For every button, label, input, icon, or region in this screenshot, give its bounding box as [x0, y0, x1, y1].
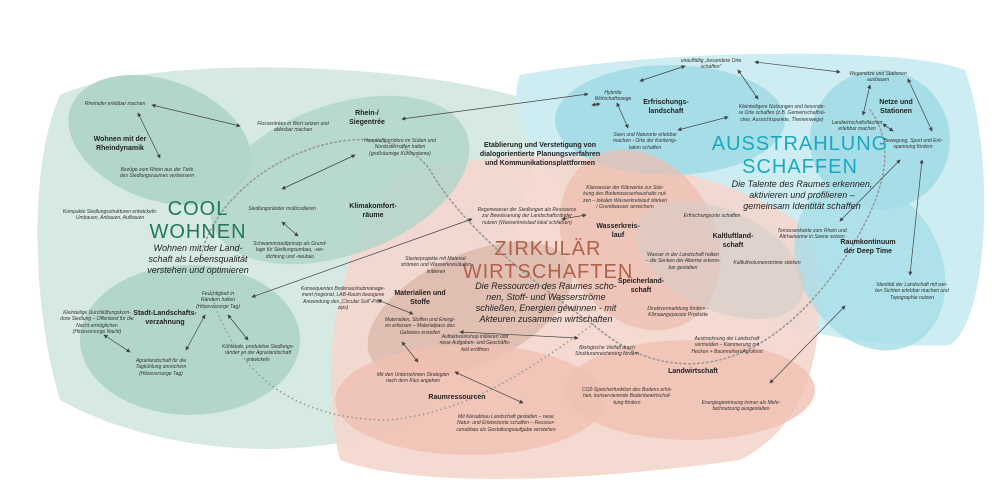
label-netze: Netze und Stationen	[879, 99, 913, 115]
center-text: Etablierung und Verstetigung von dialogo…	[479, 142, 601, 167]
ausstrahlung-subtitle: Die Talente des Raumes erkennen, aktivie…	[731, 179, 873, 211]
note: Feuchtigkeit in Rändern halten (Hitzevor…	[196, 291, 240, 310]
note: Bewegung, Sport und Ent- spannung förder…	[883, 138, 943, 151]
note: Regenwasser der Siedlungen als Ressource…	[477, 207, 577, 226]
note: Austrocknung der Landschaft vermeiden – …	[691, 336, 763, 355]
note: Siedlungsränder multicodieren	[248, 206, 316, 212]
cool-wohnen-title: COOL WOHNEN	[149, 198, 247, 243]
label-rheindynamik: Wohnen mit der Rheindynamik	[93, 136, 147, 152]
note: Schwammstadtprinzip als Grund- lage für …	[253, 241, 327, 260]
label-siegentree: Rhein-/ Siegentrée	[349, 110, 385, 126]
zirkulaer-title: ZIRKULÄR WIRTSCHAFTEN	[462, 238, 634, 283]
arrows	[103, 60, 933, 404]
note: Starterprojekte mit Material- strömen un…	[400, 256, 472, 275]
note: Klarwasser der Klärwerke zur Stär- kung …	[582, 185, 668, 210]
label-raumressourcen: Raumressourcen	[428, 394, 486, 401]
note: Terrassenkante zum Rhein und Altrheinarm…	[777, 228, 847, 241]
green-blob	[80, 265, 300, 415]
dotted-path	[199, 109, 886, 365]
note: Erfrischungsorte schaffen	[683, 213, 741, 219]
note: Seen und Naturorte erlebbar machen - Ort…	[613, 132, 677, 151]
note: Kleinteiligere Nutzungen und besonde- re…	[738, 104, 826, 123]
label-stadtland: Stadt-Landschafts- verzahnung	[133, 310, 197, 326]
label-klimakomfort: Klimakomfort- räume	[349, 203, 397, 219]
grey-overlap	[635, 200, 805, 320]
note: Hauptluftkorridore im Süden und Nordoste…	[364, 138, 436, 157]
note: Mit Kiesabbau Landschaft gestalten – neu…	[456, 414, 556, 433]
label-speicher: Speicherland- schaft	[617, 278, 665, 294]
note: Biologische Vielfalt durch Strukturanrei…	[575, 345, 639, 358]
label-landwirtschaft: Landwirtschaft	[668, 368, 718, 375]
note: Kompakte Siedlungsstrukturen entwickeln:…	[62, 209, 158, 222]
note: Mit den Unternehmen Strategien nach dem …	[376, 372, 450, 385]
note: Identität der Landschaft mit wei- ten Si…	[875, 282, 949, 301]
note: Materialien, Stoffen und Energi- en erfa…	[384, 317, 456, 336]
label-wasserkreislauf: Wasserkreis- lauf	[596, 223, 640, 239]
label-kaltluft: Kaltluftland- schaft	[712, 233, 754, 249]
note: Wegenetze und Stationen ausbauen	[849, 71, 907, 84]
note: Rheinufer erlebbar machen	[84, 101, 146, 107]
note: Konsequentes Bodenaushubmanage- ment (re…	[301, 286, 385, 311]
note: Direktvermarktung fördern - Klimaangepas…	[647, 306, 709, 319]
note: Flussentrées in Wert setzen und ablesbar…	[257, 121, 329, 134]
note: CO2-Speicherfunktion des Bodens erhö- he…	[581, 387, 673, 406]
note: Kleinteilige Durchlüftungskorri- dore Si…	[60, 310, 134, 335]
note: unauffällig „besondere Orte schaffen“	[680, 58, 742, 71]
note: Auftaktworkshop initiieren und neue Aufg…	[439, 334, 511, 353]
note: Energiegewinnung immer als Mehr- fachnut…	[701, 400, 781, 413]
label-erfrischung: Erfrischungs- landschaft	[643, 99, 689, 115]
note: Landwirtschaftsflächen erlebbar machen	[831, 120, 883, 133]
note: Agrarlandschaft für die Tagkühlung anrei…	[135, 358, 187, 377]
note: Wasser in der Landschaft halten – die Se…	[645, 252, 721, 271]
note: Kühlende, produktive Siedlungs- ränder a…	[222, 344, 294, 363]
note: Hybride Wirtschaftswege	[594, 90, 632, 103]
cool-wohnen-subtitle: Wohnen mit der Land- schaft als Lebensqu…	[147, 243, 249, 275]
teal-blob	[555, 65, 785, 175]
label-materialien: Materialien und Stoffe	[394, 290, 446, 306]
ausstrahlung-title: AUSSTRAHLUNG SCHAFFEN	[711, 133, 889, 178]
salmon-blob	[565, 340, 815, 440]
note: Bezüge zum Rhein aus der Tiefe des Siedl…	[119, 167, 195, 180]
label-deeptime: Raumkontinuum der Deep Time	[840, 239, 896, 255]
note: Kaltluftvolumenströme stärken	[733, 260, 801, 266]
zirkulaer-subtitle: Die Ressourcen des Raumes scho- nen, Sto…	[475, 281, 617, 324]
